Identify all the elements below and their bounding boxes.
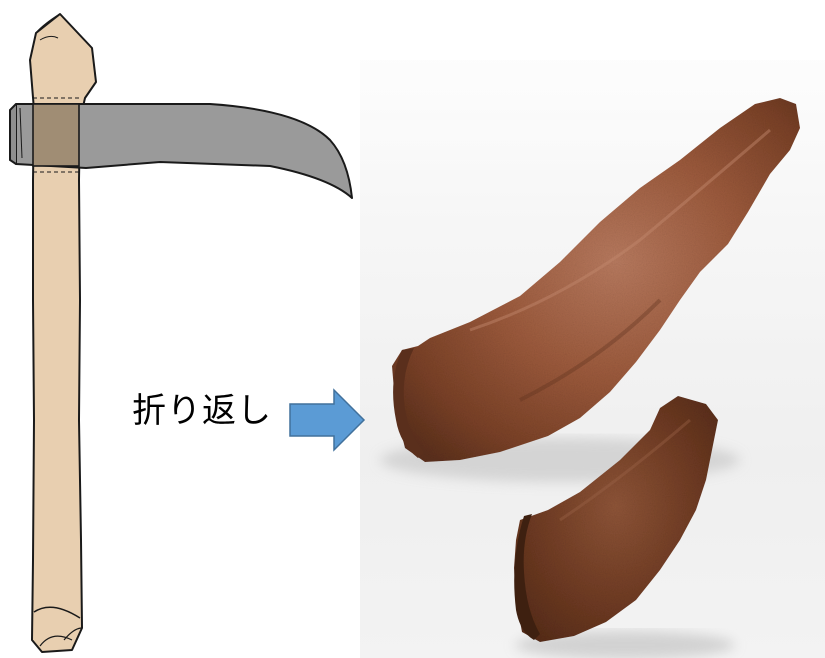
blade-fold <box>10 104 16 164</box>
arrow-right-icon <box>290 390 364 450</box>
fold-label: 折り返し <box>132 391 272 431</box>
large-iron-fragment <box>392 98 800 462</box>
hoe-drawing <box>10 14 352 652</box>
socket-band <box>33 104 79 166</box>
artifact-photo <box>380 98 800 658</box>
